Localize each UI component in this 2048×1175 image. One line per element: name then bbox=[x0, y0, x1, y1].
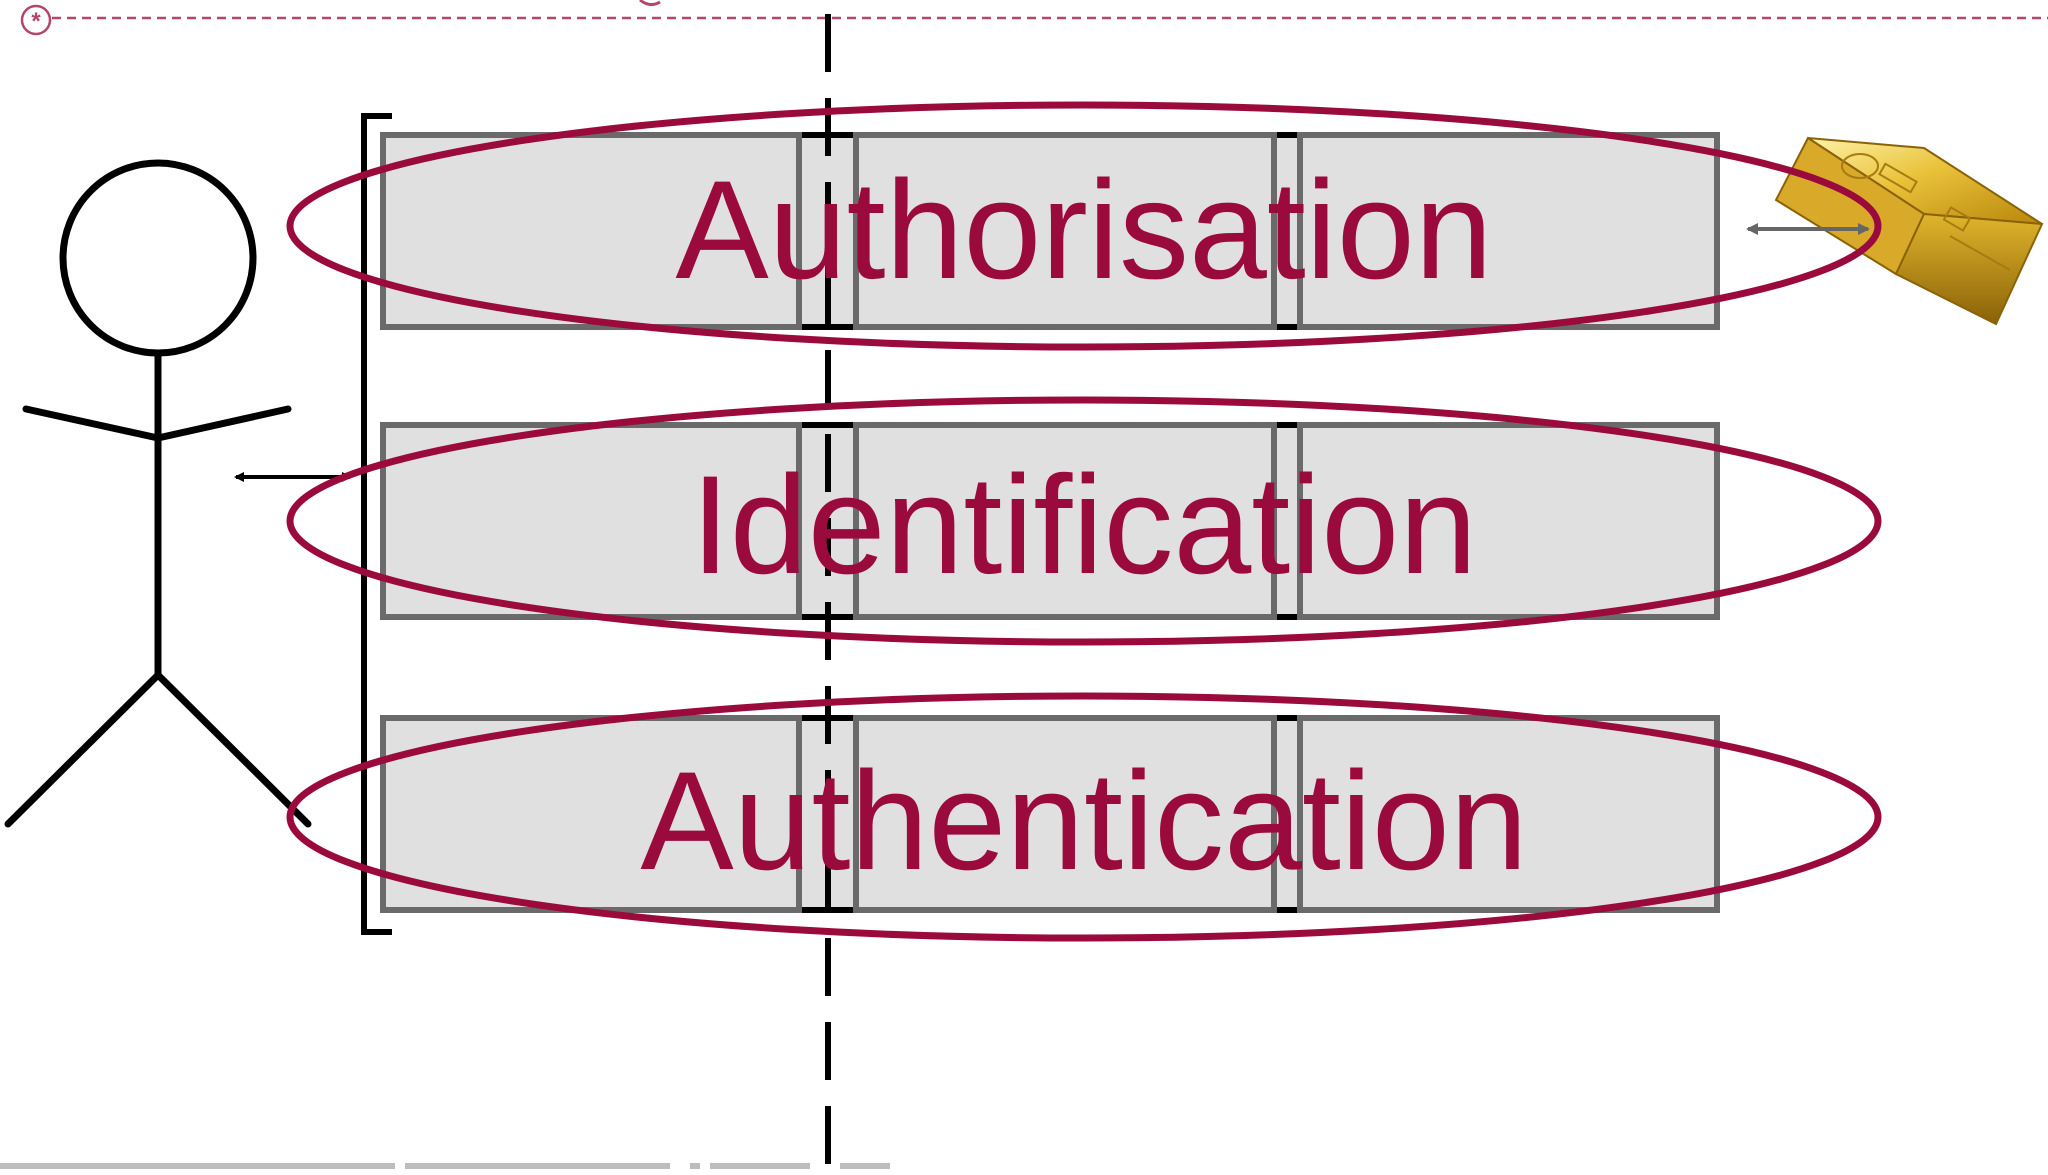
layer-ellipse-authentication bbox=[286, 692, 1882, 942]
layer-frame-authorisation bbox=[380, 132, 1720, 330]
svg-text:*: * bbox=[31, 8, 41, 35]
cut-off-heading-fragment bbox=[639, 0, 661, 7]
stick-figure-icon bbox=[4, 159, 312, 828]
layer-ellipse-authorisation bbox=[286, 101, 1882, 351]
top-divider: * bbox=[20, 0, 2048, 36]
system-bracket bbox=[361, 113, 392, 935]
layer-label-identification: Identification bbox=[691, 446, 1477, 603]
gold-bar-icon bbox=[1774, 136, 2044, 326]
layer-label-authorisation: Authorisation bbox=[675, 151, 1492, 308]
asterisk-circle-icon: * bbox=[20, 4, 52, 36]
layer-frame-identification bbox=[380, 422, 1720, 620]
layer-frame-authentication bbox=[380, 715, 1720, 913]
layer-ellipse-identification bbox=[286, 396, 1882, 646]
layer-label-authentication: Authentication bbox=[640, 742, 1527, 899]
